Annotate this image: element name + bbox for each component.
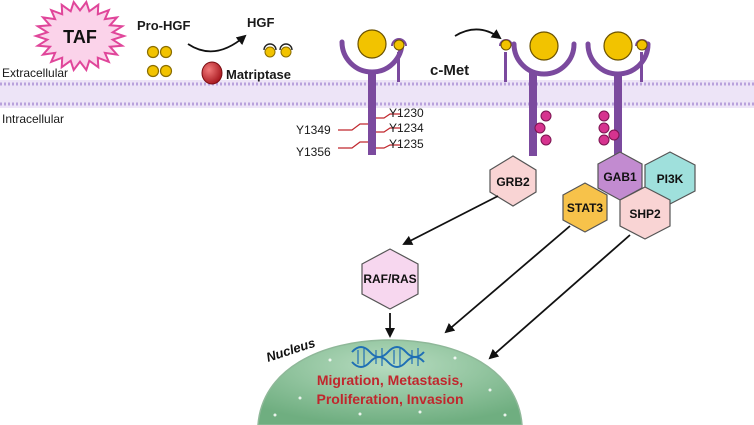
signaling-arrows	[385, 195, 631, 360]
gab1-label: GAB1	[603, 170, 637, 184]
raf-ras-node: RAF/RAS	[361, 248, 419, 310]
shp2-node: SHP2	[619, 186, 671, 240]
c-met-receptor-active-grb2	[499, 31, 577, 156]
hgf-label: HGF	[247, 15, 275, 30]
taf-starburst: TAF	[32, 0, 128, 73]
arrow-stat3-to-nucleus	[444, 225, 571, 334]
nucleus	[257, 339, 523, 425]
shp2-label: SHP2	[629, 207, 661, 221]
matriptase-icon	[201, 61, 223, 85]
cleavage-arrow	[187, 34, 247, 53]
stat3-node: STAT3	[562, 182, 608, 233]
phosphosite-y1349: Y1349	[296, 123, 331, 137]
intracellular-label: Intracellular	[2, 112, 64, 126]
raf-ras-label: RAF/RAS	[363, 272, 416, 286]
extracellular-label: Extracellular	[2, 66, 68, 80]
matriptase-label: Matriptase	[226, 67, 291, 82]
outcome-text-line1: Migration, Metastasis,	[317, 372, 463, 388]
taf-label: TAF	[63, 27, 97, 47]
binding-arrow	[454, 28, 502, 40]
phosphosite-y1356: Y1356	[296, 145, 331, 159]
c-met-receptor-active-gab1	[585, 31, 651, 162]
phosphosite-lines	[338, 113, 400, 149]
grb2-label: GRB2	[496, 175, 530, 189]
stat3-label: STAT3	[567, 201, 604, 215]
pi3k-node: PI3K	[644, 151, 696, 205]
outcome-text-line2: Proliferation, Invasion	[316, 391, 463, 407]
phosphosite-y1235: Y1235	[389, 137, 424, 151]
gab1-node: GAB1	[597, 151, 643, 201]
grb2-node: GRB2	[489, 155, 537, 207]
phosphosite-y1230: Y1230	[389, 106, 424, 120]
arrow-shp2-to-nucleus	[488, 234, 631, 360]
pi3k-label: PI3K	[657, 172, 684, 186]
c-met-label: c-Met	[430, 62, 469, 79]
phosphosite-y1234: Y1234	[389, 121, 424, 135]
cell-membrane	[0, 80, 754, 108]
arrow-grb2-to-raf-ras	[402, 195, 499, 245]
dna-icon	[351, 346, 425, 368]
pro-hgf-label: Pro-HGF	[137, 18, 191, 33]
hgf-icon	[263, 43, 293, 58]
pro-hgf-icon	[146, 45, 173, 78]
c-met-receptor-unbound	[339, 29, 407, 155]
